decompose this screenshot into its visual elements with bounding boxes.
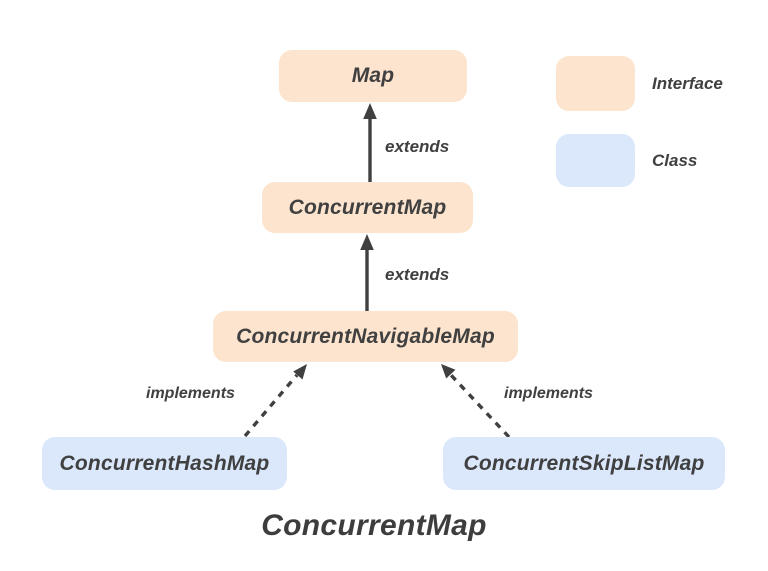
edge-label-implements-right: implements (504, 385, 593, 402)
node-concurrent-navigable-map: ConcurrentNavigableMap (213, 311, 518, 362)
extends-arrow-mid (360, 234, 374, 311)
edge-label-implements-left: implements (146, 385, 235, 402)
node-map: Map (279, 50, 467, 102)
extends-arrow-top (363, 103, 377, 183)
implements-arrow-right (441, 364, 511, 439)
implements-arrow-left (243, 364, 307, 438)
legend-item-interface: Interface (556, 56, 723, 111)
interface-color-swatch (556, 56, 635, 111)
node-concurrent-skip-list-map: ConcurrentSkipListMap (443, 437, 725, 490)
edge-label-extends-mid: extends (385, 265, 450, 284)
legend-label-class: Class (652, 150, 698, 170)
node-concurrent-map: ConcurrentMap (262, 182, 473, 233)
edge-label-extends-top: extends (385, 137, 450, 156)
legend-item-class: Class (556, 134, 697, 187)
diagram-title: ConcurrentMap (261, 509, 487, 542)
node-concurrent-hash-map: ConcurrentHashMap (42, 437, 287, 490)
legend-label-interface: Interface (652, 73, 723, 93)
class-color-swatch (556, 134, 635, 187)
